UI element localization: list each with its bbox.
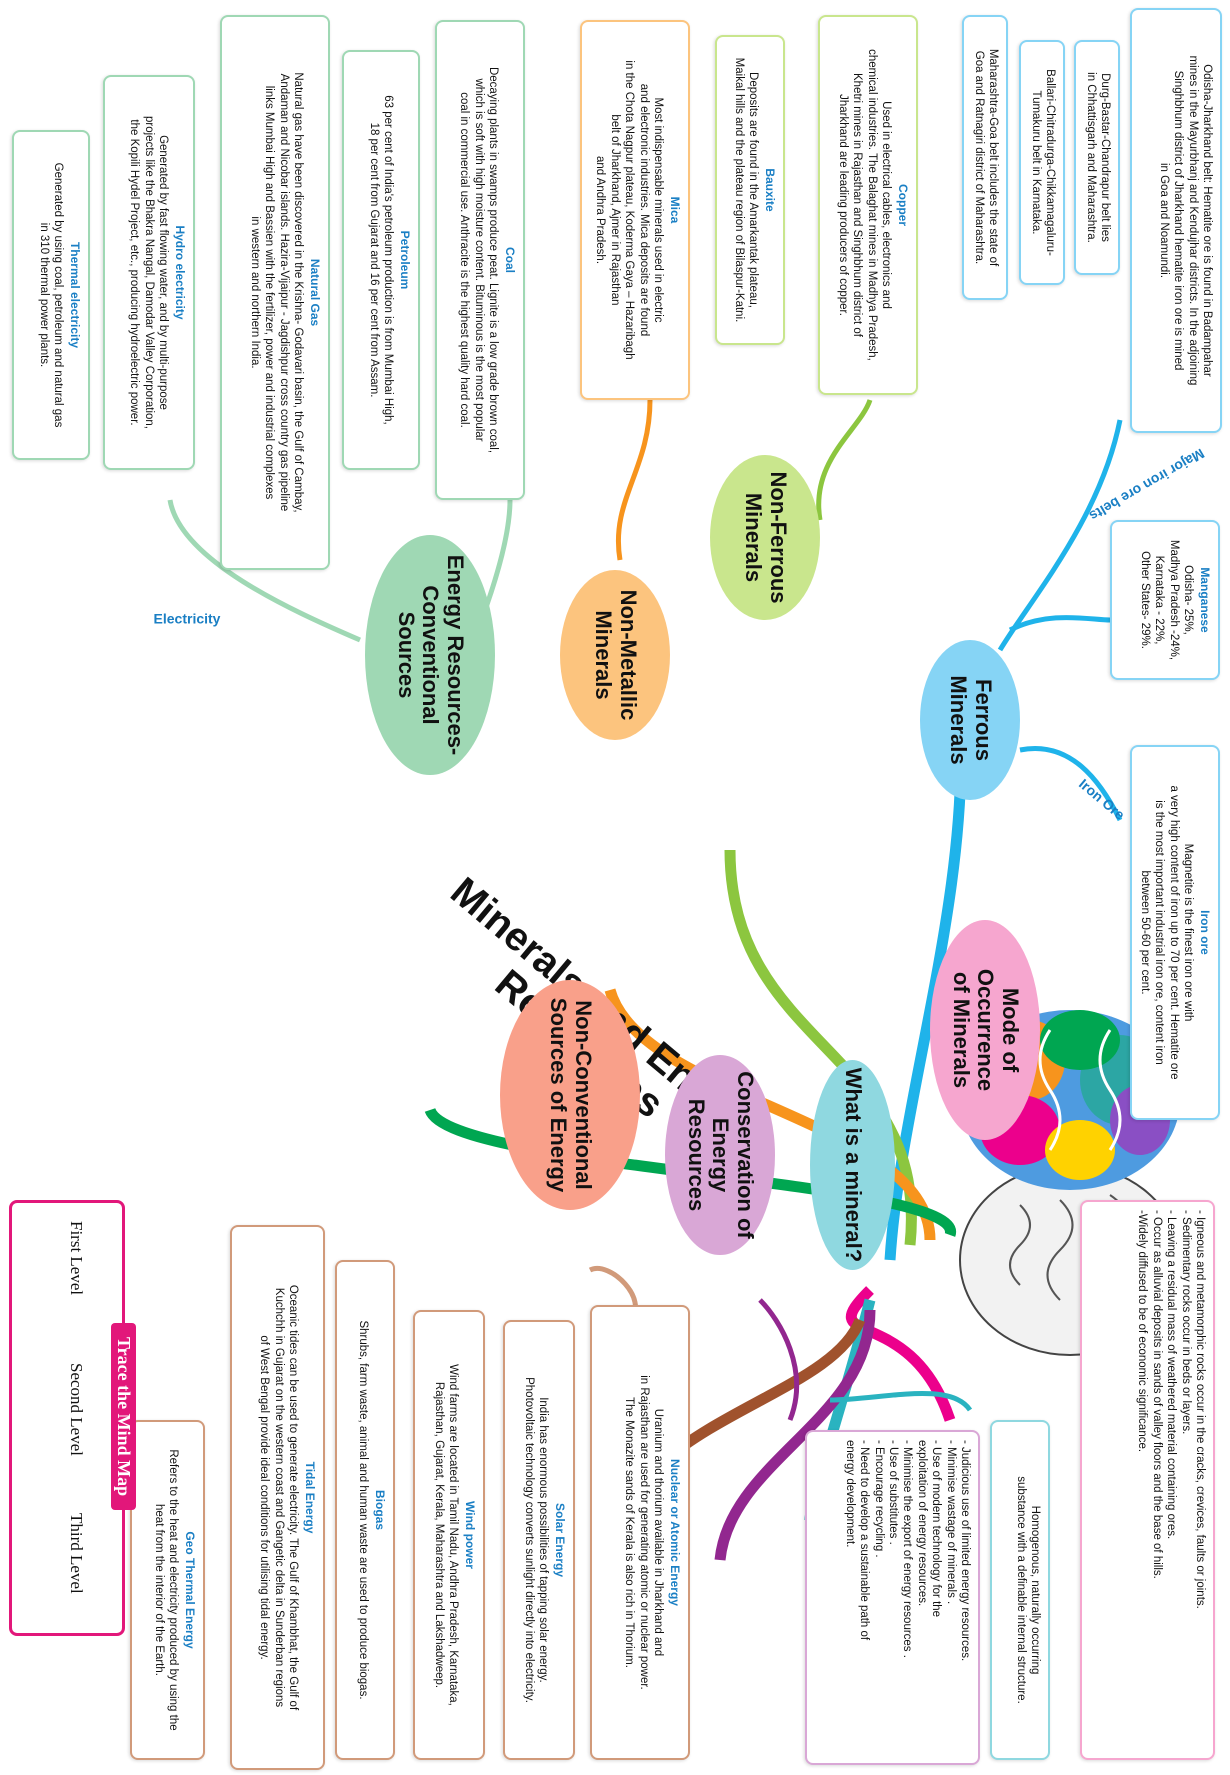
- node-ferrous-label: Ferrous Minerals: [946, 675, 996, 765]
- box-biogas: Biogas Shrubs, farm waste, animal and hu…: [335, 1260, 395, 1760]
- box-tidal: Tidal Energy Oceanic tides can be used t…: [230, 1225, 325, 1770]
- node-non-metallic-label: Non-Metallic Minerals: [591, 589, 641, 721]
- box-mica: Mica Most indispensable minerals used in…: [580, 20, 690, 400]
- box-conservation-text: - Judicious use of limited energy resour…: [844, 1440, 971, 1662]
- box-copper: Copper Used in electrical cables, electr…: [818, 15, 918, 395]
- box-geo-text: Refers to the heat and electricity produ…: [152, 1449, 179, 1731]
- box-manganese: Manganese Odisha- 25%, Madhya Pradesh -2…: [1110, 520, 1220, 680]
- box-hydro-head: Hydro electricity: [173, 225, 187, 320]
- box-biogas-text: Shrubs, farm waste, animal and human was…: [357, 1320, 369, 1700]
- box-coal-head: Coal: [503, 246, 517, 273]
- box-belt-goa: Maharashtra-Goa belt includes the state …: [962, 15, 1008, 300]
- box-bauxite: Bauxite Deposits are found in the Amarka…: [715, 35, 785, 345]
- node-conservation-label: Conservation of Energy Resources: [683, 1071, 758, 1239]
- node-non-metallic-minerals[interactable]: Non-Metallic Minerals: [560, 570, 670, 740]
- node-mode-of-occurrence[interactable]: Mode of Occurrence of Minerals: [930, 920, 1040, 1140]
- box-natural-gas: Natural Gas Natural gas have been discov…: [220, 15, 330, 570]
- box-iron-ore-text: Magnetite is the finest iron ore with a …: [1138, 785, 1194, 1080]
- box-mica-head: Mica: [668, 196, 682, 224]
- box-wind-text: Wind farms are located in Tamil Nadu, An…: [432, 1364, 459, 1706]
- box-petroleum-head: Petroleum: [398, 230, 412, 290]
- box-solar-head: Solar Energy: [553, 1502, 567, 1578]
- box-manganese-text: Odisha- 25%, Madhya Pradesh -24%, Karnat…: [1138, 539, 1194, 661]
- link-non-ferrous: [724, 849, 917, 1246]
- box-geothermal: Geo Thermal Energy Refers to the heat an…: [130, 1420, 205, 1760]
- node-non-ferrous-minerals[interactable]: Non-Ferrous Minerals: [710, 455, 820, 620]
- box-bauxite-head: Bauxite: [763, 168, 777, 212]
- box-biogas-head: Biogas: [373, 1489, 387, 1530]
- box-copper-head: Copper: [896, 184, 910, 226]
- box-belt-odisha-text: Odisha-Jharkhand belt: Hematite ore is f…: [1157, 55, 1213, 386]
- link-iron-ore: [1019, 746, 1123, 822]
- box-thermal-head: Thermal electricity: [68, 241, 82, 349]
- box-petroleum: Petroleum 63 per cent of India's petrole…: [342, 50, 420, 470]
- link-what-box: [829, 1391, 973, 1412]
- link-non-metallic: [604, 988, 936, 1241]
- box-geo-head: Geo Thermal Energy: [183, 1531, 197, 1649]
- box-iron-ore: Iron ore Magnetite is the finest iron or…: [1130, 745, 1220, 1120]
- node-what-is-mineral[interactable]: What is a mineral?: [810, 1060, 895, 1270]
- box-tidal-head: Tidal Energy: [303, 1461, 317, 1534]
- box-belt-durg-text: Durg-Bastar-Chandrapur belt lies in Chha…: [1084, 72, 1111, 243]
- legend-third-level: Third Level: [67, 1513, 86, 1594]
- box-solar: Solar Energy India has enormous possibil…: [503, 1320, 575, 1760]
- box-tidal-text: Oceanic tides can be used to generate el…: [258, 1284, 299, 1711]
- legend-trace-mind-map: Trace the Mind Map First Level Second Le…: [9, 1200, 136, 1636]
- edge-label-electricity: Electricity: [153, 610, 221, 627]
- box-belt-ballari-text: Ballari-Chitradurga-Chikkamagaluru- Tuma…: [1029, 69, 1056, 256]
- box-conservation: - Judicious use of limited energy resour…: [805, 1430, 980, 1765]
- box-natural-gas-text: Natural gas have been discovered in the …: [248, 72, 304, 513]
- node-what-label: What is a mineral?: [840, 1067, 866, 1263]
- node-energy-conventional[interactable]: Energy Resources- Conventional Sources: [365, 535, 495, 775]
- box-petroleum-text: 63 per cent of India's petroleum product…: [367, 95, 394, 425]
- node-energy-conv-label: Energy Resources- Conventional Sources: [393, 554, 468, 756]
- node-non-ferrous-label: Non-Ferrous Minerals: [741, 471, 791, 604]
- box-manganese-head: Manganese: [1198, 567, 1212, 633]
- link-conservation: [714, 1309, 876, 1561]
- box-thermal: Thermal electricity Generated by using c…: [12, 130, 90, 460]
- box-coal-text: Decaying plants in swamps produce peat. …: [458, 66, 499, 454]
- box-mode-text: - Igneous and metamorphic rocks occur in…: [1136, 1210, 1207, 1609]
- box-nuclear-head: Nuclear or Atomic Energy: [668, 1459, 682, 1606]
- box-hydro: Hydro electricity Generated by fast flow…: [103, 75, 195, 470]
- box-nuclear-text: Uranium and thorium available in Jharkha…: [623, 1375, 664, 1690]
- box-natural-gas-head: Natural Gas: [308, 258, 322, 327]
- node-mode-label: Mode of Occurrence of Minerals: [948, 968, 1023, 1092]
- box-solar-text: India has enormous possibilities of tapp…: [522, 1377, 549, 1703]
- box-belt-ballari: Ballari-Chitradurga-Chikkamagaluru- Tuma…: [1019, 40, 1065, 285]
- box-what-text: Homogenous, naturally occurring substanc…: [1014, 1476, 1041, 1704]
- node-conservation[interactable]: Conservation of Energy Resources: [665, 1055, 775, 1255]
- link-copper: [816, 399, 873, 521]
- box-hydro-text: Generated by fast flowing water, and by …: [128, 116, 169, 429]
- box-thermal-text: Generated by using coal, petroleum and n…: [37, 162, 64, 428]
- link-electricity: [167, 499, 361, 643]
- box-wind: Wind power Wind farms are located in Tam…: [413, 1310, 485, 1760]
- box-nuclear: Nuclear or Atomic Energy Uranium and tho…: [590, 1305, 690, 1760]
- box-copper-text: Used in electrical cables, electronics a…: [836, 49, 892, 361]
- node-non-conventional[interactable]: Non-Conventional Sources of Energy: [500, 980, 640, 1210]
- legend-first-level: First Level: [67, 1221, 86, 1296]
- legend-title: Trace the Mind Map: [111, 1323, 136, 1511]
- node-ferrous-minerals[interactable]: Ferrous Minerals: [920, 640, 1020, 800]
- link-manganese: [1008, 615, 1111, 633]
- box-coal: Coal Decaying plants in swamps produce p…: [435, 20, 525, 500]
- box-belt-durg: Durg-Bastar-Chandrapur belt lies in Chha…: [1074, 40, 1120, 275]
- node-non-conv-label: Non-Conventional Sources of Energy: [546, 997, 596, 1193]
- box-wind-head: Wind power: [463, 1501, 477, 1569]
- legend-second-level: Second Level: [67, 1363, 86, 1456]
- box-iron-ore-head: Iron ore: [1198, 910, 1212, 955]
- box-what-mineral: Homogenous, naturally occurring substanc…: [990, 1420, 1050, 1760]
- box-belt-goa-text: Maharashtra-Goa belt includes the state …: [972, 48, 999, 267]
- box-bauxite-text: Deposits are found in the Amarkantak pla…: [732, 57, 759, 323]
- link-mica: [616, 399, 653, 561]
- box-belt-odisha: Odisha-Jharkhand belt: Hematite ore is f…: [1130, 8, 1222, 433]
- box-mica-text: Most indispensable minerals used in elec…: [594, 60, 665, 360]
- box-mode-occurrence: - Igneous and metamorphic rocks occur in…: [1080, 1200, 1215, 1760]
- link-cons-box: [758, 1298, 800, 1421]
- link-belts: [997, 419, 1123, 652]
